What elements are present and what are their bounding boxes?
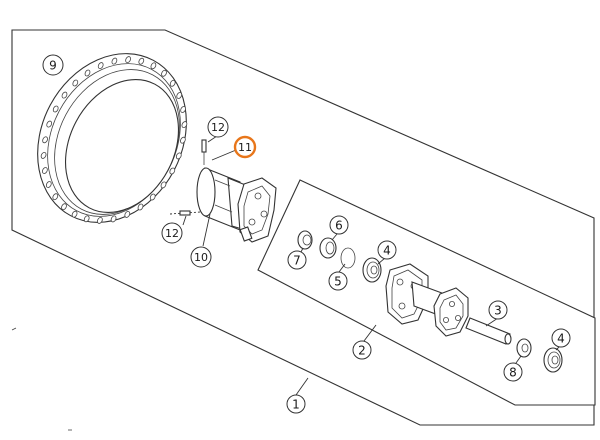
rim-hole — [52, 105, 59, 113]
rim-hole — [61, 203, 67, 211]
rim-hole — [97, 62, 104, 70]
callout-4-left: 4 — [377, 240, 397, 260]
callout-3: 3 — [488, 300, 508, 320]
bearing-left-part — [362, 257, 382, 283]
rim-hole — [61, 91, 68, 99]
leader-lines — [182, 135, 561, 396]
svg-text:12: 12 — [165, 227, 179, 240]
spacer-sleeve-part — [465, 317, 512, 345]
rim-hole — [169, 79, 176, 87]
rim-hole — [149, 193, 156, 201]
callout-12-lower: 12 — [161, 222, 183, 244]
rim-hole — [150, 62, 157, 70]
svg-text:9: 9 — [49, 59, 57, 73]
bearing-right-part — [543, 347, 563, 373]
callout-7: 7 — [287, 250, 307, 270]
rim-hole — [138, 57, 145, 65]
svg-text:8: 8 — [509, 366, 517, 380]
rim-hole — [83, 215, 90, 223]
callout-9: 9 — [42, 54, 64, 76]
callout-5: 5 — [328, 271, 348, 291]
rim-hole — [45, 181, 52, 188]
callout-12-upper: 12 — [207, 116, 229, 138]
rim-hole — [110, 215, 117, 223]
rim-hole — [180, 136, 186, 144]
rim-hole — [72, 79, 79, 87]
svg-text:10: 10 — [194, 251, 208, 264]
rim-part — [37, 53, 188, 224]
callout-1: 1 — [286, 394, 306, 414]
svg-text:3: 3 — [494, 304, 502, 318]
rim-hole — [181, 121, 188, 129]
callout-10: 10 — [190, 246, 212, 268]
rim-hole — [97, 216, 103, 224]
svg-text:2: 2 — [358, 344, 366, 358]
svg-text:6: 6 — [335, 219, 343, 233]
spacer-ring-part — [319, 237, 337, 259]
callout-11-highlighted: 11 — [233, 135, 257, 159]
nipple-part — [201, 139, 207, 165]
svg-text:4: 4 — [557, 332, 565, 346]
rim-hole — [52, 193, 59, 201]
svg-text:4: 4 — [383, 244, 391, 258]
rim-hole — [125, 56, 131, 64]
rim-hole — [40, 151, 47, 159]
small-spacer-part — [516, 338, 532, 358]
rim-hole — [84, 69, 91, 77]
assembled-hub-part — [196, 167, 277, 243]
callout-8: 8 — [503, 362, 523, 382]
rim-hole — [169, 167, 176, 175]
rim-hole — [42, 136, 48, 144]
callout-6: 6 — [329, 215, 349, 235]
svg-text:5: 5 — [334, 275, 342, 289]
circlip-part — [340, 247, 356, 269]
rim-hole — [180, 106, 186, 113]
rim-hole — [124, 210, 131, 218]
rim-hole — [46, 120, 53, 128]
rim-hole — [160, 181, 167, 189]
callout-4-right: 4 — [551, 328, 571, 348]
hub-body-part — [385, 263, 469, 337]
seal-ring-part — [297, 230, 313, 250]
rim-spoke-holes — [40, 56, 188, 224]
rim-hole — [137, 203, 144, 211]
stray-mark — [11, 327, 17, 331]
svg-text:11: 11 — [238, 141, 252, 154]
rim-hole — [176, 92, 183, 99]
svg-text:12: 12 — [211, 121, 225, 134]
callout-2: 2 — [352, 340, 372, 360]
rim-hole — [111, 57, 118, 65]
svg-text:1: 1 — [292, 398, 300, 412]
spoke-part — [169, 210, 201, 216]
rim-hole — [175, 152, 182, 160]
svg-text:7: 7 — [293, 254, 301, 268]
rim-hole — [161, 69, 167, 77]
rim-hole — [71, 210, 78, 218]
rim-hole — [42, 167, 48, 174]
